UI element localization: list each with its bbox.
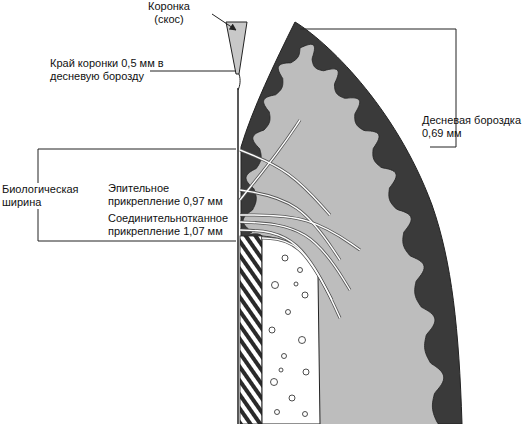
- annotation-label: Десневая бороздка 0,69 мм: [422, 114, 530, 140]
- bone-trabecula: [275, 410, 280, 415]
- annotation-label: Край коронки 0,5 мм в десневую борозду: [50, 57, 180, 83]
- bone-trabecula: [271, 379, 278, 386]
- bone-trabecula: [282, 354, 287, 359]
- bone-trabecula: [286, 310, 291, 315]
- annotation-label: Эпительное прикрепление 0,97 мм: [108, 182, 236, 208]
- fiber-outline: [262, 238, 332, 300]
- gingival-fibers: [240, 120, 360, 318]
- bone-trabecula: [279, 368, 283, 372]
- annotation-label: Соединительнотканное прикрепление 1,07 м…: [108, 212, 236, 238]
- fiber-outline: [240, 120, 300, 200]
- bone-trabecula: [289, 395, 295, 401]
- annotation-label: Коронка (скос): [140, 0, 198, 26]
- fiber: [240, 222, 350, 290]
- bone-trabecula: [272, 282, 279, 289]
- bone-trabecula: [298, 268, 303, 273]
- bone-trabecula: [294, 282, 298, 286]
- fiber: [240, 230, 340, 318]
- bone-trabecula: [302, 292, 308, 298]
- crown-margin: [226, 22, 247, 74]
- leader-line: [150, 71, 236, 72]
- bone-trabecula: [269, 327, 275, 333]
- crown-tooth-junction: [238, 74, 240, 90]
- fiber-outline: [240, 230, 340, 318]
- fiber: [240, 120, 300, 200]
- annotation-label: Биологическая ширина: [2, 183, 86, 209]
- leader-line: [212, 14, 236, 30]
- bone-trabecula: [299, 337, 306, 344]
- bone-trabecula: [303, 369, 309, 375]
- fiber-outline: [240, 190, 340, 260]
- bone-trabeculae: [269, 255, 309, 417]
- periodontal-ligament: [240, 236, 262, 424]
- tooth-surface: [237, 88, 239, 424]
- bone-trabecula: [303, 412, 308, 417]
- bone-trabecula: [282, 255, 288, 261]
- fiber: [240, 190, 340, 260]
- fiber: [262, 238, 332, 300]
